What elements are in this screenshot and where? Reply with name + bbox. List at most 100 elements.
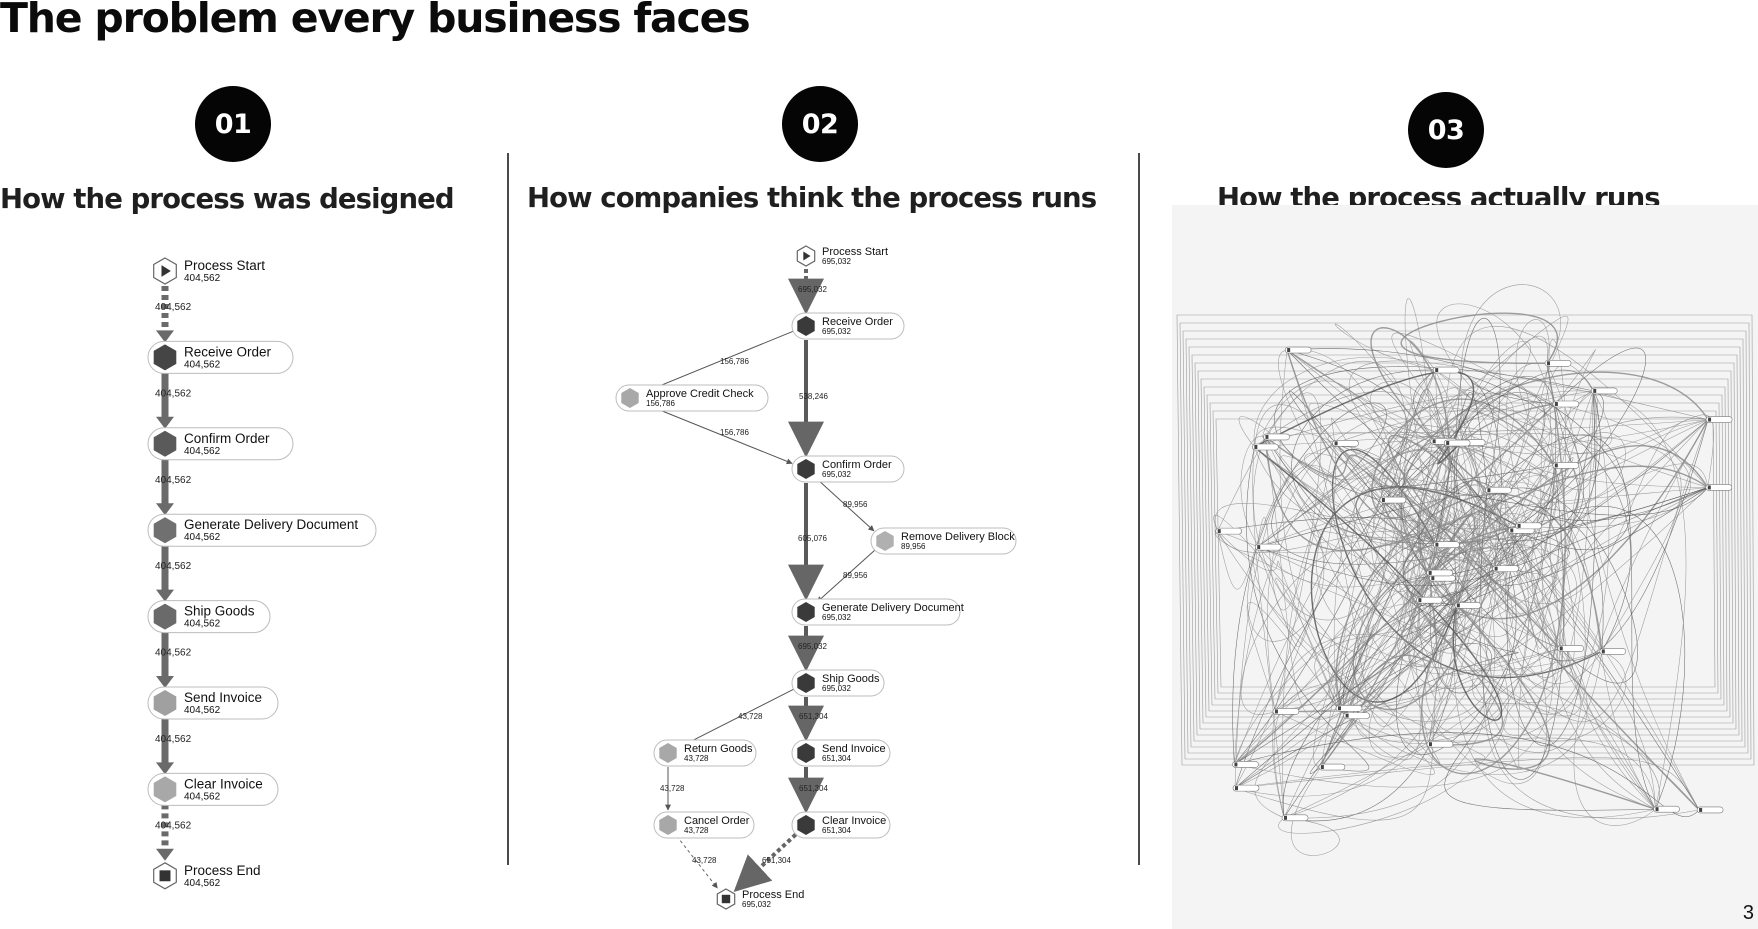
flow-edge <box>816 478 875 532</box>
stop-icon <box>721 894 731 904</box>
activity-hexagon-icon <box>1428 570 1432 575</box>
activity-hexagon-icon <box>153 430 177 457</box>
flow-edge <box>1256 443 1335 611</box>
flow-edge <box>1395 442 1518 654</box>
activity-hexagon-icon <box>1554 401 1558 406</box>
flow-edge <box>1289 390 1436 579</box>
flow-edge <box>1234 376 1556 789</box>
flow-edge <box>1262 380 1419 601</box>
activity-hexagon-icon <box>659 743 677 763</box>
activity-node <box>1318 763 1346 771</box>
flow-edge <box>1381 419 1709 722</box>
flow-edge <box>1254 426 1656 810</box>
edge-label: 89,956 <box>843 500 868 509</box>
flow-edge <box>1428 362 1558 678</box>
activity-hexagon-icon <box>153 603 177 630</box>
flow-edge <box>1254 370 1475 465</box>
activity-hexagon-icon <box>1547 361 1551 366</box>
flow-edge <box>1510 363 1594 649</box>
activity-node <box>1272 708 1300 715</box>
activity-hexagon-icon <box>876 531 894 551</box>
activity-hexagon-icon <box>1601 649 1605 654</box>
page-title: The problem every business faces <box>0 0 751 42</box>
node-label: Cancel Order <box>684 815 750 827</box>
flow-edge <box>1291 369 1708 544</box>
activity-hexagon-icon <box>1699 807 1703 812</box>
loop-edge <box>1200 378 1731 718</box>
flow-edge <box>1503 390 1610 736</box>
flow-edge <box>1234 417 1436 789</box>
spaghetti-nodes <box>1215 346 1733 822</box>
activity-node <box>1443 439 1471 447</box>
flow-edge <box>1435 417 1709 604</box>
edge-label: 156,786 <box>720 428 749 437</box>
flow-edge <box>1331 448 1603 679</box>
flow-edge <box>1217 530 1486 789</box>
edge-label: 651,304 <box>762 856 791 865</box>
node-label: Confirm Order <box>184 431 270 446</box>
play-icon <box>161 265 171 277</box>
activity-hexagon-icon <box>153 776 177 803</box>
node-count: 651,304 <box>822 754 851 763</box>
activity-hexagon-icon <box>1274 709 1278 714</box>
flow-edge <box>1246 602 1339 712</box>
activity-hexagon-icon <box>1446 441 1450 446</box>
activity-hexagon-icon <box>797 743 815 763</box>
flow-edge <box>1517 525 1656 810</box>
arrowhead-icon <box>156 762 174 775</box>
activity-hexagon-icon <box>1432 439 1436 444</box>
activity-node <box>1485 486 1512 494</box>
activity-node <box>1254 543 1282 551</box>
node-pill <box>791 811 891 839</box>
node-label: Clear Invoice <box>822 815 886 827</box>
flow-edge <box>1310 390 1604 774</box>
activity-hexagon-icon <box>1217 529 1221 534</box>
node-count: 404,562 <box>184 619 221 630</box>
arrowhead-icon <box>156 503 174 516</box>
activity-node <box>1433 541 1460 548</box>
activity-hexagon-icon <box>1456 603 1460 608</box>
node-count: 404,562 <box>184 705 221 716</box>
node-pill <box>147 772 279 806</box>
flow-edge <box>1215 530 1660 810</box>
activity-hexagon-icon <box>797 673 815 693</box>
node-label: Generate Delivery Document <box>822 602 964 614</box>
node-count: 695,032 <box>822 327 851 336</box>
play-icon <box>803 251 811 261</box>
flow-edge <box>1428 447 1559 573</box>
flow-edge <box>816 549 875 603</box>
arrowhead-icon <box>156 416 174 429</box>
activity-hexagon-icon <box>1235 786 1239 791</box>
flow-edge <box>1337 480 1708 709</box>
activity-hexagon-icon <box>1337 706 1341 711</box>
edge-label: 404,562 <box>155 475 192 486</box>
activity-node <box>1544 359 1572 367</box>
edge-label: 404,562 <box>155 561 192 572</box>
node-count: 89,956 <box>901 542 926 551</box>
flow-edge <box>1334 323 1560 649</box>
edge-label: 404,562 <box>155 820 192 831</box>
activity-node <box>1492 565 1519 572</box>
flow-edge <box>1435 392 1488 545</box>
heading-designed: How the process was designed <box>0 183 455 215</box>
flow-edge <box>1313 498 1460 768</box>
node-count: 43,728 <box>684 754 709 763</box>
flow-edge <box>1421 363 1566 775</box>
flow-edge <box>1257 481 1546 712</box>
flow-edge <box>1487 434 1656 810</box>
activity-node <box>1343 712 1370 719</box>
flow-edge <box>1320 514 1476 768</box>
node-count: 695,032 <box>822 684 851 693</box>
activity-hexagon-icon <box>1435 542 1439 547</box>
edge-label: 651,304 <box>799 784 828 793</box>
perceived-process-flowchart: 695,032156,786538,246156,78689,956605,07… <box>615 245 1017 910</box>
flow-edge <box>1264 436 1709 552</box>
flow-edge <box>1238 416 1369 716</box>
activity-node <box>1653 805 1680 813</box>
flow-edge <box>1461 389 1708 531</box>
